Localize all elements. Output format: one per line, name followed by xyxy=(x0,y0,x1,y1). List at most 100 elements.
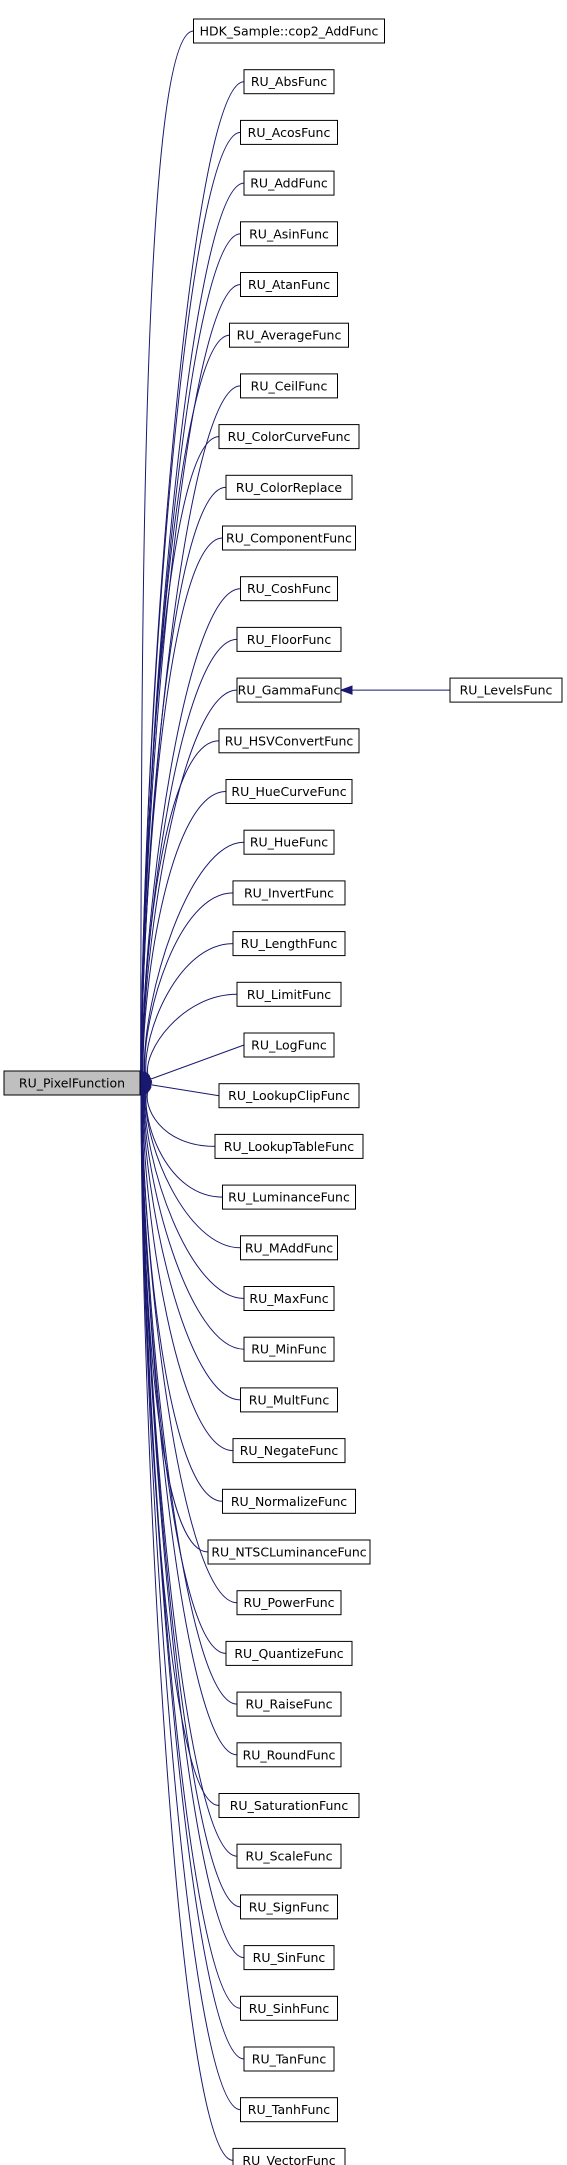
class-node-ru-saturationfunc[interactable]: RU_SaturationFunc xyxy=(218,1793,360,1818)
class-node-ru-roundfunc-box xyxy=(236,1742,342,1768)
class-node-ru-sinhfunc[interactable]: RU_SinhFunc xyxy=(240,1995,338,2021)
class-node-ru-ceilfunc[interactable]: RU_CeilFunc xyxy=(240,373,338,399)
class-node-ru-raisefunc-box xyxy=(236,1691,342,1717)
class-node-ru-negatefunc[interactable]: RU_NegateFunc xyxy=(232,1438,346,1464)
class-node-ru-multfunc-box xyxy=(240,1387,338,1413)
class-node-ru-floorfunc-label: RU_FloorFunc xyxy=(247,632,332,647)
class-node-ru-limitfunc-box xyxy=(236,981,342,1007)
class-node-ru-powerfunc[interactable]: RU_PowerFunc xyxy=(236,1590,342,1616)
class-node-ru-acosfunc-box xyxy=(240,119,338,145)
class-node-ru-signfunc-label: RU_SignFunc xyxy=(249,1899,330,1914)
edge-ru-lookuptablefunc xyxy=(146,1089,216,1147)
edge-ru-sinfunc xyxy=(140,1093,245,1959)
class-node-ru-huecurvefunc[interactable]: RU_HueCurveFunc xyxy=(225,779,353,804)
class-node-ru-minfunc-label: RU_MinFunc xyxy=(251,1342,327,1357)
class-node-ru-atanfunc-label: RU_AtanFunc xyxy=(248,277,330,292)
class-node-ru-maddfunc[interactable]: RU_MAddFunc xyxy=(240,1235,338,1261)
class-node-ru-colorreplace[interactable]: RU_ColorReplace xyxy=(225,474,353,500)
class-node-ru-tanhfunc[interactable]: RU_TanhFunc xyxy=(240,2097,338,2123)
class-node-ru-gammafunc-label: RU_GammaFunc xyxy=(238,683,341,698)
edge-ru-colorcurvefunc xyxy=(140,436,220,1073)
class-node-ru-invertfunc[interactable]: RU_InvertFunc xyxy=(232,880,346,906)
class-node-ru-luminancefunc-box xyxy=(222,1184,356,1210)
class-node-ru-lengthfunc-label: RU_LengthFunc xyxy=(241,936,338,951)
class-node-ru-logfunc-label: RU_LogFunc xyxy=(251,1038,327,1053)
class-node-ru-sinhfunc-box xyxy=(240,1995,338,2021)
class-node-hdk-sample-cop2-addfunc-box xyxy=(193,18,385,44)
class-node-ru-averagefunc[interactable]: RU_AverageFunc xyxy=(229,322,349,348)
class-node-ru-asinfunc-label: RU_AsinFunc xyxy=(249,226,329,241)
class-node-ru-lengthfunc[interactable]: RU_LengthFunc xyxy=(232,931,346,957)
class-node-ru-asinfunc[interactable]: RU_AsinFunc xyxy=(240,221,338,247)
class-node-ru-luminancefunc-label: RU_LuminanceFunc xyxy=(228,1190,350,1205)
class-node-ru-colorreplace-box xyxy=(225,474,353,500)
edge-ru-levelsfunc-arrowhead xyxy=(339,685,353,695)
edge-ru-luminancefunc xyxy=(145,1091,223,1198)
class-node-ru-logfunc-box xyxy=(243,1032,335,1058)
class-node-ru-huecurvefunc-box xyxy=(225,779,353,804)
class-node-ru-addfunc-label: RU_AddFunc xyxy=(250,176,328,191)
edge-ru-lengthfunc xyxy=(145,943,234,1074)
class-node-ru-colorcurvefunc[interactable]: RU_ColorCurveFunc xyxy=(218,424,360,450)
class-node-hdk-sample-cop2-addfunc-label: HDK_Sample::cop2_AddFunc xyxy=(200,24,379,39)
edge-ru-gammafunc xyxy=(142,689,238,1073)
class-node-ru-maxfunc-label: RU_MaxFunc xyxy=(249,1291,328,1306)
class-node-ru-luminancefunc[interactable]: RU_LuminanceFunc xyxy=(222,1184,356,1210)
class-node-ru-signfunc-box xyxy=(240,1894,338,1920)
class-node-ru-roundfunc[interactable]: RU_RoundFunc xyxy=(236,1742,342,1768)
class-node-ru-componentfunc[interactable]: RU_ComponentFunc xyxy=(222,525,356,551)
class-node-ru-componentfunc-box xyxy=(222,525,356,551)
class-node-ru-sinfunc[interactable]: RU_SinFunc xyxy=(243,1945,335,1971)
edge-ru-averagefunc xyxy=(140,334,230,1073)
class-node-ru-scalefunc-label: RU_ScaleFunc xyxy=(246,1849,333,1864)
edge-ru-maddfunc xyxy=(145,1092,241,1249)
class-node-ru-raisefunc[interactable]: RU_RaiseFunc xyxy=(236,1691,342,1717)
class-node-ru-quantizefunc[interactable]: RU_QuantizeFunc xyxy=(225,1640,353,1666)
class-node-ru-negatefunc-label: RU_NegateFunc xyxy=(240,1443,339,1458)
class-node-ru-floorfunc[interactable]: RU_FloorFunc xyxy=(236,626,342,652)
class-node-ru-maxfunc-box xyxy=(243,1286,335,1311)
class-node-ru-absfunc[interactable]: RU_AbsFunc xyxy=(243,69,335,95)
class-node-ru-tanfunc[interactable]: RU_TanFunc xyxy=(243,2046,335,2072)
class-node-ru-colorreplace-label: RU_ColorReplace xyxy=(236,480,342,495)
class-node-ru-levelsfunc[interactable]: RU_LevelsFunc xyxy=(449,677,563,703)
class-node-ru-coshfunc-box xyxy=(240,576,338,602)
class-node-ru-levelsfunc-label: RU_LevelsFunc xyxy=(460,683,553,698)
class-node-ru-huefunc-label: RU_HueFunc xyxy=(250,835,328,850)
class-node-ru-quantizefunc-label: RU_QuantizeFunc xyxy=(234,1646,343,1661)
class-node-ru-sinfunc-box xyxy=(243,1945,335,1971)
class-node-ru-minfunc[interactable]: RU_MinFunc xyxy=(243,1336,335,1362)
class-node-ru-atanfunc[interactable]: RU_AtanFunc xyxy=(240,272,338,297)
class-node-ru-scalefunc[interactable]: RU_ScaleFunc xyxy=(236,1843,342,1869)
class-node-ru-multfunc[interactable]: RU_MultFunc xyxy=(240,1387,338,1413)
edge-ru-minfunc xyxy=(143,1093,245,1350)
class-node-ru-acosfunc[interactable]: RU_AcosFunc xyxy=(240,119,338,145)
edge-ru-vectorfunc xyxy=(140,1093,234,2161)
class-node-ru-levelsfunc-box xyxy=(449,677,563,703)
class-node-ru-atanfunc-box xyxy=(240,272,338,297)
class-node-ru-logfunc[interactable]: RU_LogFunc xyxy=(243,1032,335,1058)
class-node-ru-addfunc[interactable]: RU_AddFunc xyxy=(243,170,335,196)
class-node-ru-invertfunc-box xyxy=(232,880,346,906)
class-node-ru-normalizefunc-box xyxy=(222,1488,356,1514)
class-node-ru-ceilfunc-label: RU_CeilFunc xyxy=(251,378,328,393)
class-node-ru-hsvconvertfunc[interactable]: RU_HSVConvertFunc xyxy=(218,728,360,754)
class-node-ru-signfunc[interactable]: RU_SignFunc xyxy=(240,1894,338,1920)
root-node-ru-pixelfunction[interactable]: RU_PixelFunction xyxy=(3,1070,141,1096)
edge-ru-powerfunc xyxy=(141,1093,238,1604)
class-node-ru-huefunc[interactable]: RU_HueFunc xyxy=(243,829,335,855)
class-node-ru-coshfunc[interactable]: RU_CoshFunc xyxy=(240,576,338,602)
class-node-ru-lookuptablefunc[interactable]: RU_LookupTableFunc xyxy=(214,1133,364,1159)
class-node-ru-lookupclipfunc[interactable]: RU_LookupClipFunc xyxy=(218,1083,360,1109)
class-node-ru-ntscluminancefunc-label: RU_NTSCLuminanceFunc xyxy=(211,1545,366,1560)
class-node-ru-gammafunc[interactable]: RU_GammaFunc xyxy=(236,677,342,703)
class-node-ru-maxfunc[interactable]: RU_MaxFunc xyxy=(243,1286,335,1311)
edge-ru-roundfunc xyxy=(141,1093,238,1756)
class-node-ru-vectorfunc[interactable]: RU_VectorFunc xyxy=(232,2147,346,2165)
class-node-ru-normalizefunc[interactable]: RU_NormalizeFunc xyxy=(222,1488,356,1514)
class-node-ru-powerfunc-box xyxy=(236,1590,342,1616)
class-node-hdk-sample-cop2-addfunc[interactable]: HDK_Sample::cop2_AddFunc xyxy=(193,18,385,44)
class-node-ru-ntscluminancefunc[interactable]: RU_NTSCLuminanceFunc xyxy=(207,1539,371,1565)
class-node-ru-limitfunc[interactable]: RU_LimitFunc xyxy=(236,981,342,1007)
